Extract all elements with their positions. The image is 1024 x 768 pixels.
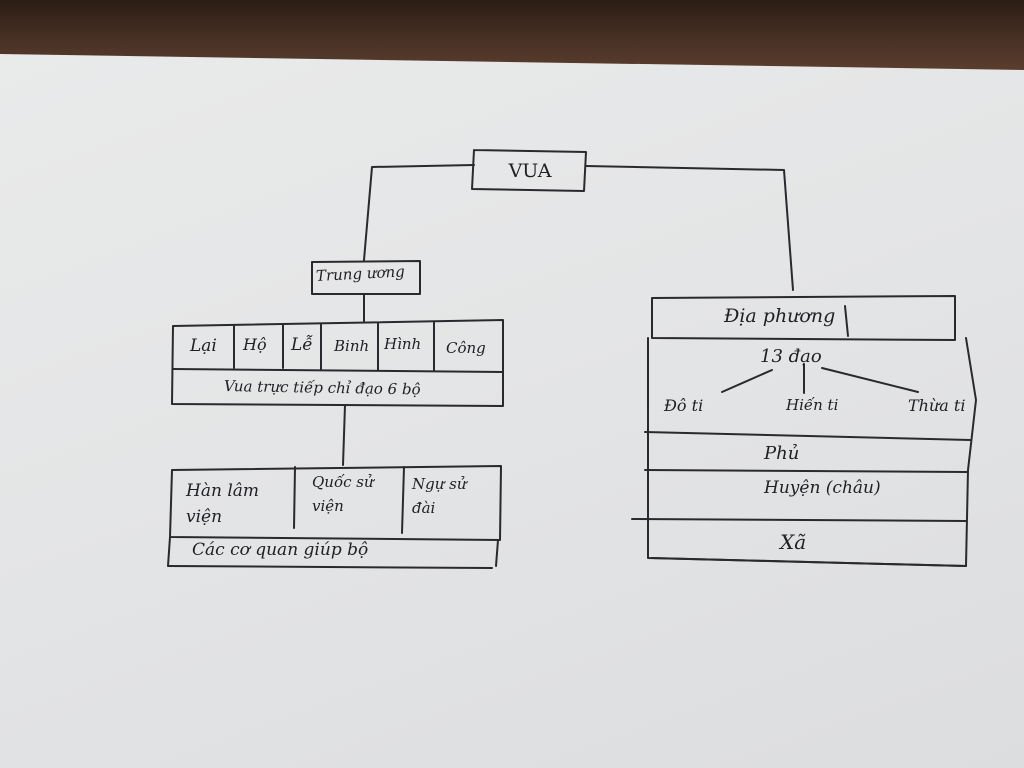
central-box	[311, 260, 421, 295]
cell-divider	[401, 466, 405, 534]
local-header-box	[651, 295, 956, 341]
root-box	[471, 149, 587, 192]
ministry-label: Lại	[190, 336, 217, 356]
ministry-label: Hình	[384, 335, 422, 353]
branch-arrow	[821, 367, 919, 393]
agencies-note: Các cơ quan giúp bộ	[192, 540, 369, 560]
ministries-table	[171, 319, 504, 407]
root-label: VUA	[508, 160, 552, 182]
agencies-left-edge	[167, 536, 171, 567]
level-divider	[644, 431, 971, 441]
agency-label: Ngự sử đài	[412, 475, 467, 517]
agencies-table	[169, 465, 502, 541]
branch-arrow	[721, 369, 773, 393]
level-label: Phủ	[764, 443, 800, 464]
level-label: Xã	[780, 530, 807, 554]
post-label: Thừa ti	[908, 396, 966, 415]
ministry-label: Binh	[334, 337, 370, 355]
local-label: Địa phương	[724, 305, 836, 327]
connector-root-central	[363, 164, 475, 261]
ministry-label: Hộ	[243, 335, 267, 354]
connector-root-local	[585, 165, 794, 291]
paper-sheet	[0, 54, 1024, 768]
local-frame	[647, 337, 977, 567]
header-tick	[844, 305, 849, 337]
agency-label: Quốc sử viện	[312, 473, 374, 515]
agency-label: Hàn lâm viện	[186, 481, 260, 527]
agencies-right-edge	[495, 539, 499, 567]
cell-divider	[293, 466, 296, 529]
connector-ministries-agencies	[342, 404, 346, 466]
level-label: Huyện (châu)	[764, 478, 881, 498]
post-label: Đô ti	[664, 396, 704, 415]
post-label: Hiến ti	[786, 396, 839, 414]
ministries-note: Vua trực tiếp chỉ đạo 6 bộ	[223, 377, 421, 399]
ministry-label: Lễ	[291, 335, 313, 355]
local-bottom-line	[651, 557, 967, 567]
level-divider	[631, 518, 967, 522]
ministry-label: Công	[446, 339, 486, 357]
level-divider	[644, 469, 968, 473]
agencies-bottom-line	[167, 565, 493, 569]
ministries-divider	[172, 368, 504, 373]
region-label: 13 đạo	[760, 346, 822, 367]
